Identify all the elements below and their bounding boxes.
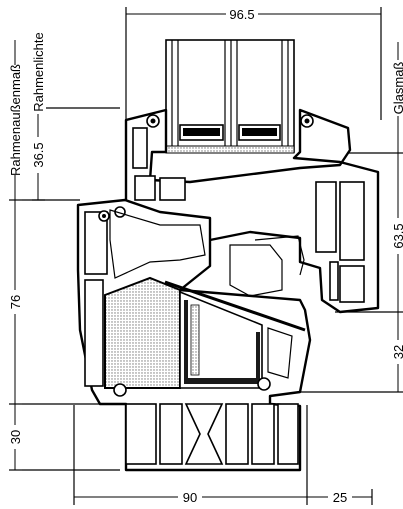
- dim-top-label: 96.5: [229, 7, 254, 22]
- glass-unit: [165, 39, 295, 154]
- dim-left-total-label: 76: [8, 295, 23, 309]
- reinforcement: [104, 276, 306, 389]
- dim-left-inner-label: 36.5: [31, 142, 46, 167]
- dim-left-bottom-label: 30: [8, 430, 23, 444]
- glasmass-label: Glasmaß: [391, 62, 403, 115]
- dim-right-lower-label: 32: [391, 345, 403, 359]
- dimension-labels: 96.5 90 25 63.5 32 Glasmaß 76 30 Rahmena…: [7, 6, 403, 505]
- rahmenaussenmass-label: Rahmenaußenmaß: [8, 64, 23, 176]
- bottom-frame-chambers: [113, 377, 300, 471]
- rahmenlichte-label: Rahmenlichte: [31, 32, 46, 112]
- dim-bottom-overlap-label: 25: [333, 490, 347, 505]
- dim-bottom-frame-label: 90: [183, 490, 197, 505]
- dim-right-upper-label: 63.5: [391, 223, 403, 248]
